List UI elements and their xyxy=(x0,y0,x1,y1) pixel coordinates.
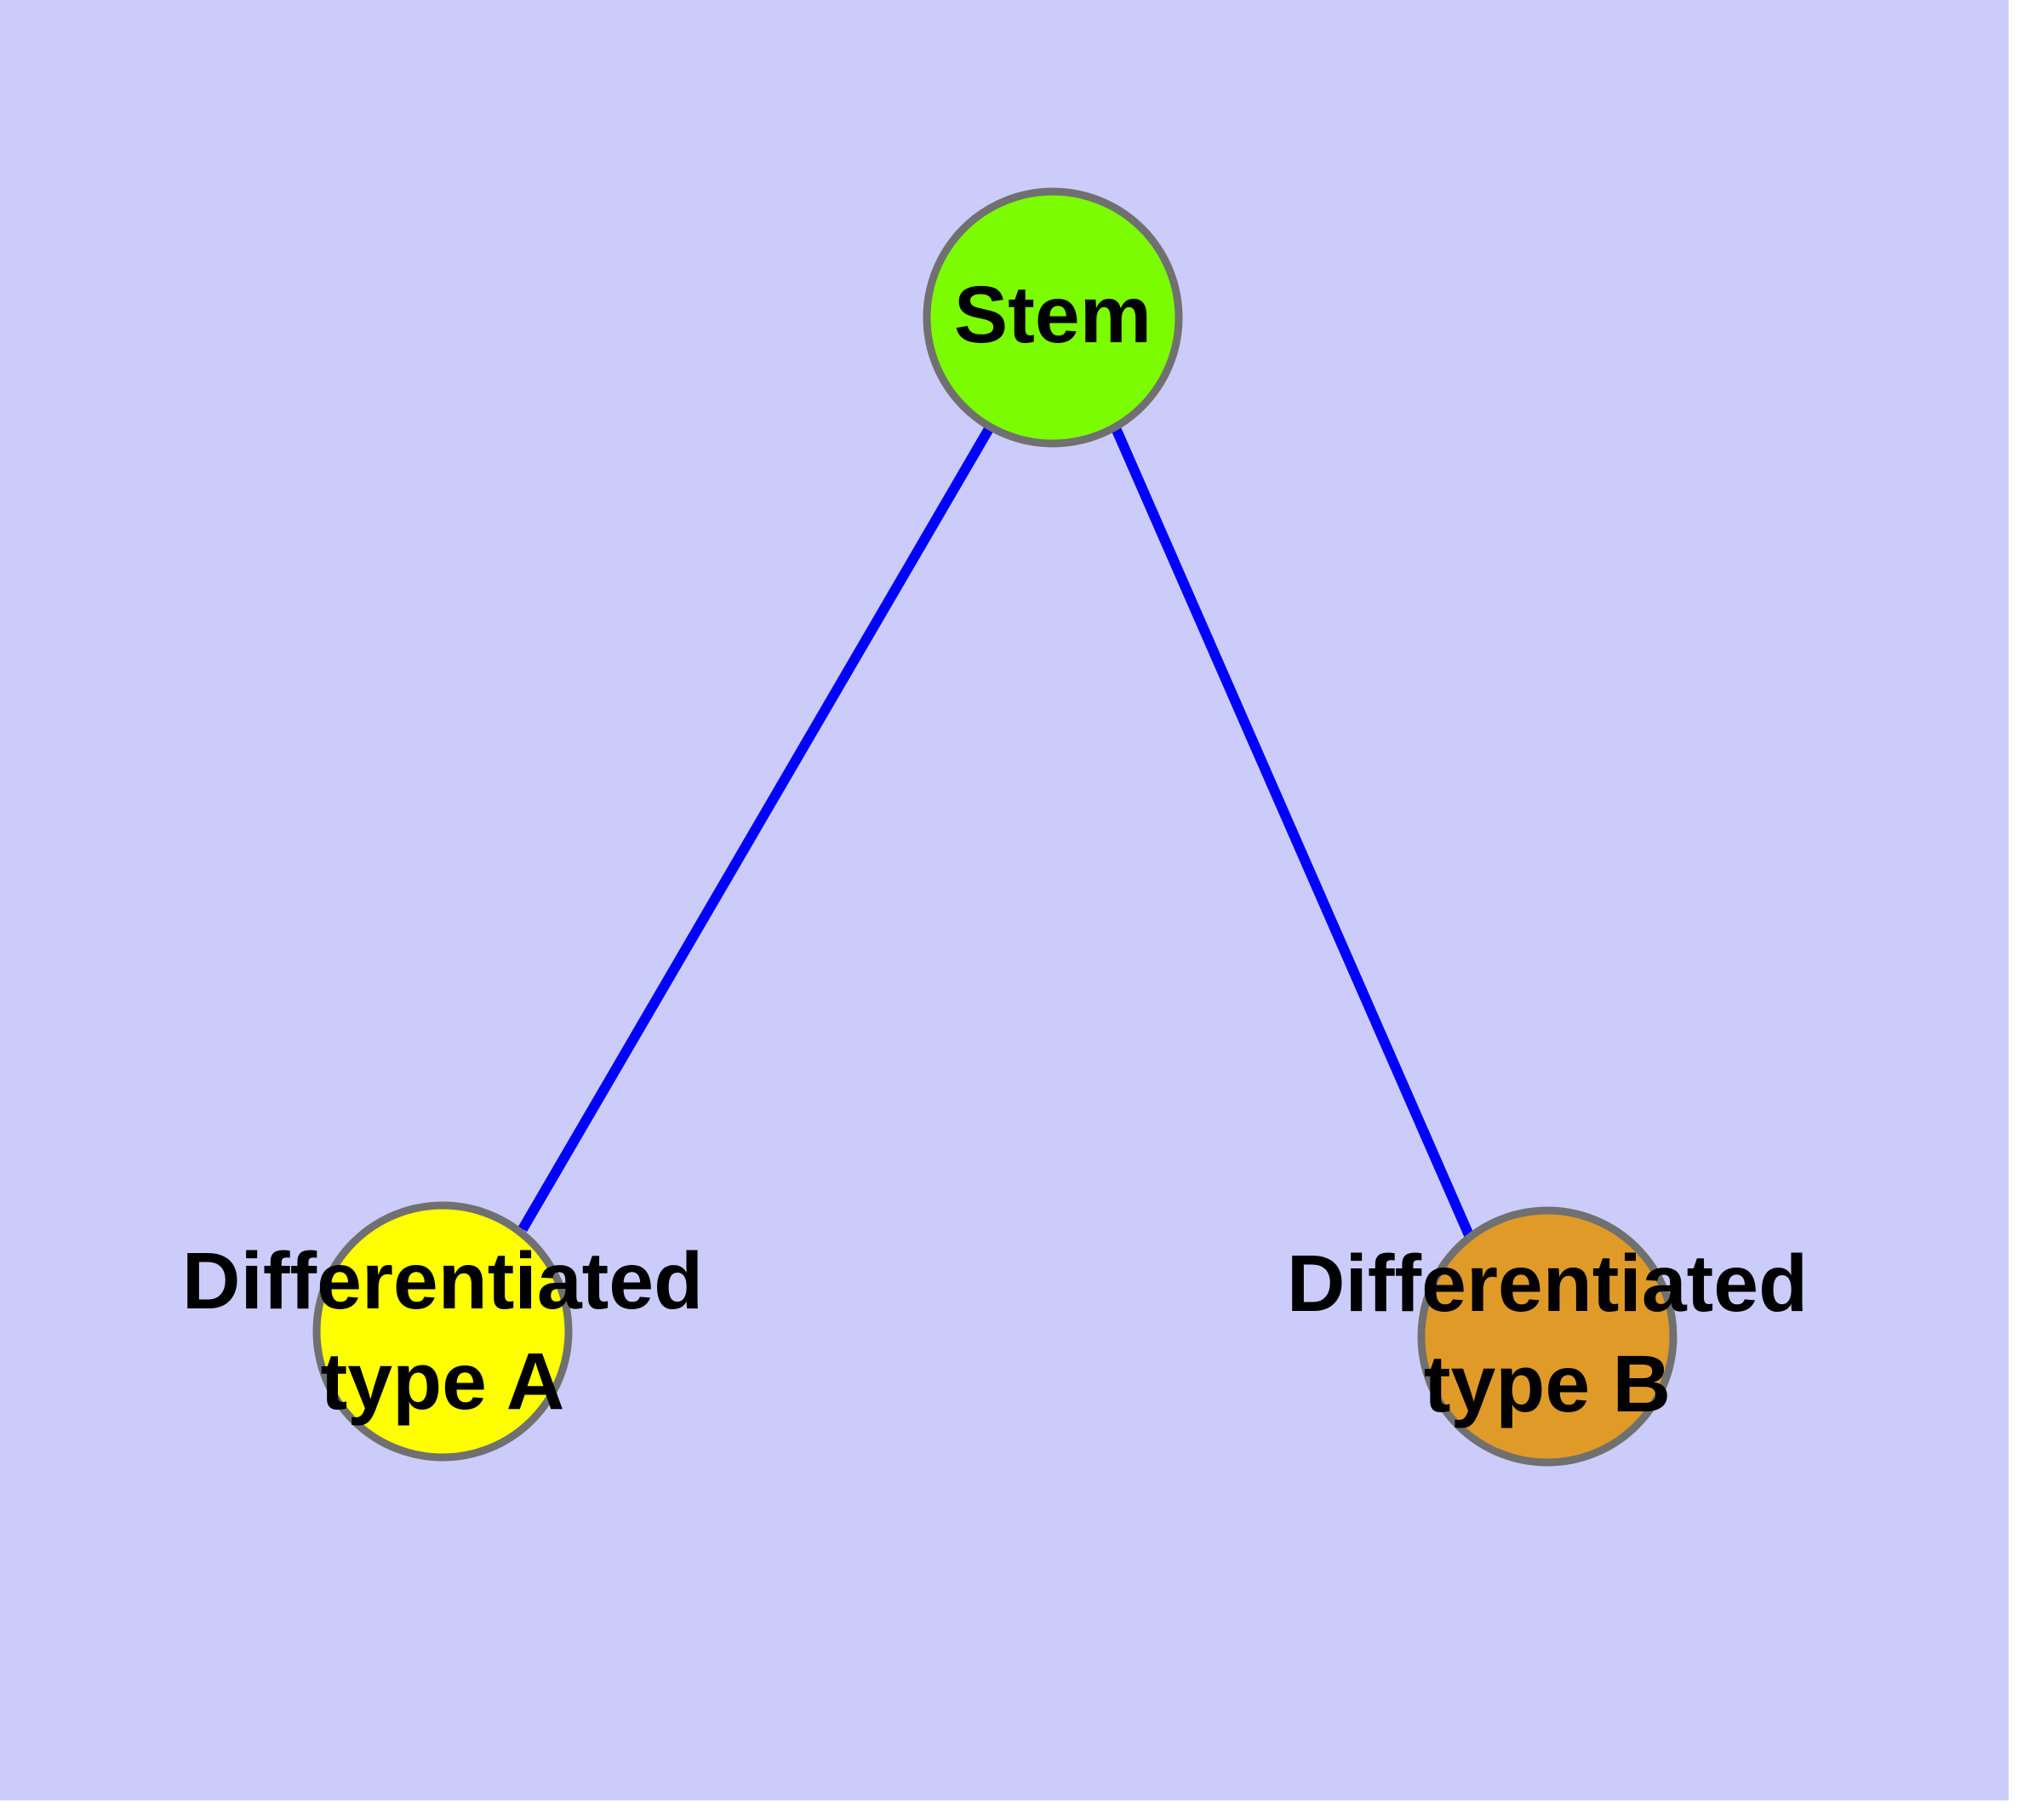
node-differentiated-type-a-label-line-2: type A xyxy=(321,1336,565,1427)
node-stem-label: Stem xyxy=(954,270,1152,360)
node-differentiated-type-b-circle[interactable] xyxy=(1417,1206,1677,1467)
node-differentiated-type-a-label-line-1: Differentiated xyxy=(182,1236,703,1326)
node-differentiated-type-a-circle[interactable] xyxy=(312,1201,573,1462)
node-differentiated-type-a[interactable]: Differentiated type A xyxy=(182,1201,703,1462)
edge-stem-to-differentiated-type-a[interactable] xyxy=(517,424,995,1233)
node-stem-circle[interactable] xyxy=(923,187,1183,448)
node-differentiated-type-b-label-line-2: type B xyxy=(1424,1339,1671,1429)
edge-layer xyxy=(517,424,1474,1238)
edge-stem-to-differentiated-type-b[interactable] xyxy=(1111,426,1474,1238)
node-differentiated-type-b[interactable]: Differentiated type B xyxy=(1287,1206,1808,1467)
node-differentiated-type-b-label-line-1: Differentiated xyxy=(1287,1239,1808,1329)
node-stem[interactable]: Stem xyxy=(923,187,1183,448)
